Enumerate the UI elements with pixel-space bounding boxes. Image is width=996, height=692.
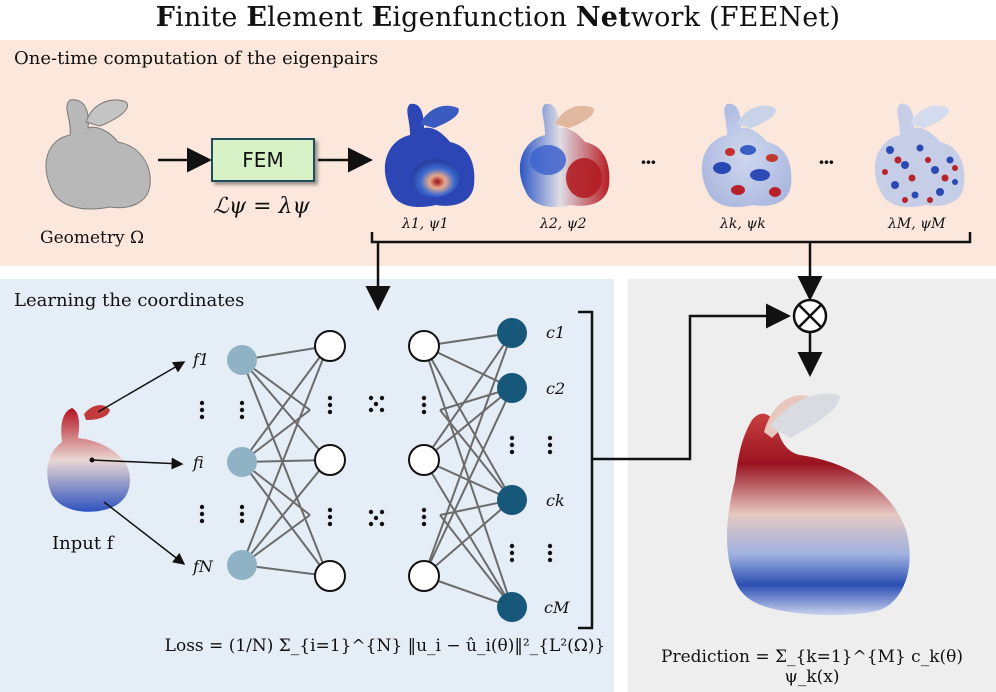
output-node xyxy=(497,373,527,403)
title-part: lement xyxy=(267,2,372,33)
geometry-label: Geometry Ω xyxy=(40,228,145,248)
prediction-bunny-image xyxy=(726,393,910,616)
fem-equation: ℒψ = λψ xyxy=(213,194,310,219)
ellipsis-2: ··· xyxy=(818,150,835,174)
input-node-label: f1 xyxy=(193,350,210,369)
input-node xyxy=(227,345,257,375)
hidden-node xyxy=(408,330,440,362)
title-part: E xyxy=(371,2,393,33)
title-part: igenfunction xyxy=(392,2,576,33)
ellipsis-1: ··· xyxy=(640,150,657,174)
page-title: Finite Element Eigenfunction Network (FE… xyxy=(0,2,996,33)
output-node-label: cM xyxy=(544,598,570,617)
fem-box: FEM xyxy=(211,138,315,182)
title-part: Net xyxy=(575,2,631,33)
network-edges-input xyxy=(241,345,329,577)
arrow-coefficients-to-product xyxy=(592,303,791,461)
output-node xyxy=(497,318,527,348)
hidden-node xyxy=(314,330,346,362)
hidden-node xyxy=(314,444,346,476)
eigenpair-label: λk, ψk xyxy=(720,216,766,232)
coefficient-bracket xyxy=(578,310,594,630)
eigenfunction-k-image xyxy=(701,103,792,208)
eigenpair-bracket xyxy=(370,232,972,244)
output-node xyxy=(497,485,527,515)
output-node-label: ck xyxy=(546,491,565,510)
input-label: Input f xyxy=(52,533,114,554)
output-node-label: c2 xyxy=(546,379,566,398)
output-node-label: c1 xyxy=(546,323,566,342)
input-node xyxy=(227,447,257,477)
learning-section-label: Learning the coordinates xyxy=(14,290,245,311)
product-operator-icon xyxy=(792,298,828,334)
arrow-input-f1 xyxy=(97,361,186,413)
eigenpair-section-label: One-time computation of the eigenpairs xyxy=(14,48,379,69)
arrow-input-fN xyxy=(103,501,186,565)
output-node xyxy=(497,592,527,622)
eigenfunction-M-image xyxy=(874,103,965,208)
hidden-node xyxy=(408,444,440,476)
loss-formula: Loss = (1/N) Σ_{i=1}^{N} ‖u_i − û_i(θ)‖²… xyxy=(164,636,606,656)
title-part: E xyxy=(246,2,268,33)
network-edges-output xyxy=(423,332,513,608)
eigenfunction-2-image xyxy=(519,103,610,208)
network-ellipsis-dots xyxy=(199,395,553,563)
title-part: inite xyxy=(175,2,247,33)
eigenpair-label: λ1, ψ1 xyxy=(402,216,449,232)
eigenpair-label: λM, ψM xyxy=(888,216,946,232)
input-node-label: fi xyxy=(193,453,204,472)
eigenfunction-1-image xyxy=(384,103,475,208)
input-node-label: fN xyxy=(193,557,213,576)
geometry-bunny-image xyxy=(45,99,151,210)
arrow-input-fi xyxy=(91,457,184,470)
input-bunny-image xyxy=(47,405,130,512)
eigenpair-panel xyxy=(0,40,996,266)
hidden-node xyxy=(408,560,440,592)
hidden-node xyxy=(314,560,346,592)
eigenpair-label: λ2, ψ2 xyxy=(540,216,587,232)
title-part: F xyxy=(155,2,176,33)
prediction-formula: Prediction = Σ_{k=1}^{M} c_k(θ) ψ_k(x) xyxy=(661,647,963,687)
input-node xyxy=(227,550,257,580)
title-part: work (FEENet) xyxy=(630,2,841,33)
